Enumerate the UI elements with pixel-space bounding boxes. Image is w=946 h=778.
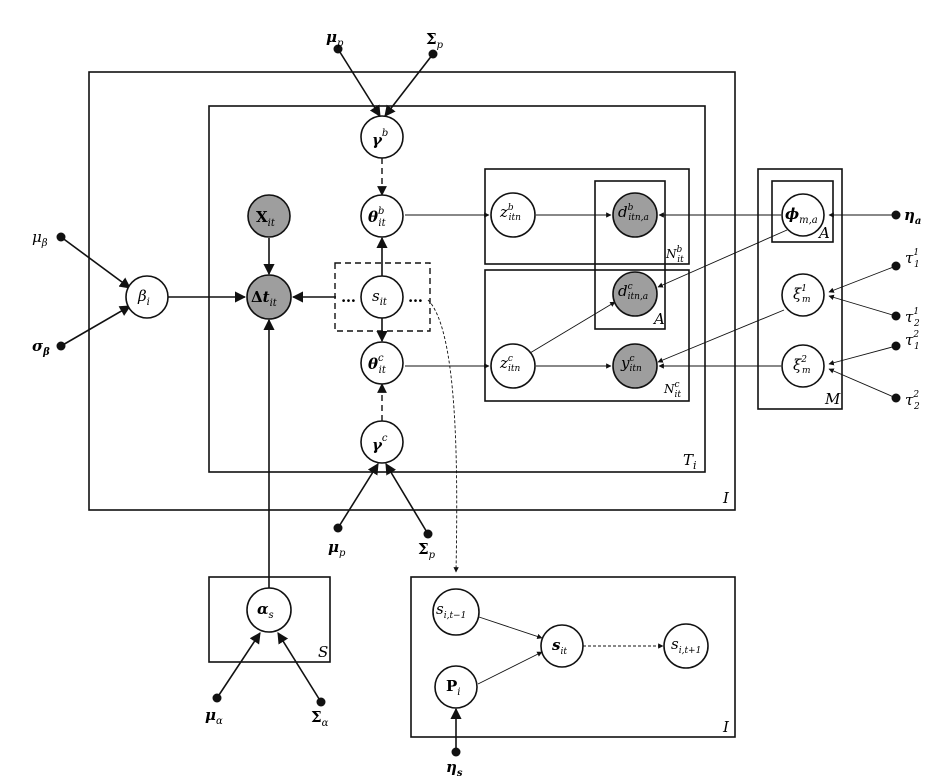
node-theta-c: [360, 341, 404, 385]
node-gamma-b: [360, 115, 404, 159]
edge-sigma-p-gamma-b: [384, 53, 434, 117]
node-gamma-c: [360, 420, 404, 464]
plate-continuous-items: [484, 269, 690, 402]
eta-a-dot: [891, 210, 901, 220]
edge-xi1-y-c: [657, 309, 785, 363]
node-alpha: [246, 587, 292, 633]
label-sigma-p-top: Σp: [426, 30, 444, 51]
edge-state-expansion: [427, 299, 459, 573]
node-xi-2: [781, 344, 825, 388]
node-s-cur: [540, 624, 584, 668]
plate-attributes-inner: [594, 180, 666, 330]
edge-tau21-xi1: [828, 294, 897, 317]
mu-p-bottom-dot: [333, 523, 343, 533]
node-z-b: [490, 192, 536, 238]
sigma-p-bottom-dot: [423, 529, 433, 539]
label-p: Pi: [446, 677, 460, 698]
plate-label-transition: I: [722, 718, 730, 736]
dots-left: …: [341, 288, 356, 306]
node-y-c: [612, 343, 658, 389]
edge-s-prev-s: [478, 616, 543, 640]
node-delta-t: [246, 274, 292, 320]
edge-mu-p-gamma-c: [337, 463, 379, 529]
mu-p-top-dot: [333, 44, 343, 54]
label-sigma-beta: σβ: [32, 337, 50, 358]
tau-1-2-dot: [891, 341, 901, 351]
node-phi: [781, 193, 825, 237]
edge-phi-d-c: [657, 229, 788, 288]
plate-label-time-periods: Ti: [683, 451, 697, 472]
edge-tau22-xi2: [828, 368, 897, 399]
label-mu-p-top: μp: [326, 28, 344, 49]
node-p: [434, 665, 478, 709]
node-d-c: [612, 271, 658, 317]
edge-p-s: [477, 651, 543, 685]
label-mu-beta: μβ: [32, 228, 48, 249]
edge-tau12-xi2: [828, 345, 897, 366]
tau-2-2-dot: [891, 393, 901, 403]
node-s-prev: [432, 588, 480, 636]
plate-label-states: S: [318, 643, 328, 661]
plate-time-periods: [208, 105, 706, 473]
edge-mu-p-gamma-b: [337, 48, 381, 117]
plate-attributes-measurement: [771, 180, 834, 243]
sigma-p-top-dot: [428, 49, 438, 59]
plate-label-measurement: M: [824, 390, 841, 408]
edge-mu-alpha-alpha: [216, 632, 261, 699]
node-beta: [125, 275, 169, 319]
plate-label-attributes-measurement: A: [817, 224, 830, 242]
mu-beta-dot: [56, 232, 66, 242]
plate-transition: [410, 576, 736, 738]
edge-z-c-d-c: [529, 301, 616, 354]
node-s-it: [360, 275, 404, 319]
node-xi-1: [781, 273, 825, 317]
sigma-alpha-dot: [316, 697, 326, 707]
plate-individuals: [88, 71, 736, 511]
node-s-next: [663, 623, 709, 669]
node-z-c: [490, 343, 536, 389]
label-eta-a: ηa: [904, 206, 921, 227]
tau-1-1-dot: [891, 261, 901, 271]
edge-sigma-alpha-alpha: [277, 632, 322, 703]
eta-s-dot: [451, 747, 461, 757]
node-x-it: [247, 194, 291, 238]
tau-2-1-dot: [891, 311, 901, 321]
plate-label-attributes-inner: A: [652, 310, 665, 328]
plate-label-individuals: I: [722, 489, 730, 507]
edge-tau11-xi1: [828, 265, 897, 293]
mu-alpha-dot: [212, 693, 222, 703]
node-theta-b: [360, 194, 404, 238]
label-mu-p-bottom: μp: [328, 538, 346, 559]
label-sigma-alpha: Σα: [311, 708, 329, 729]
node-d-b: [612, 192, 658, 238]
sigma-beta-dot: [56, 341, 66, 351]
label-beta: βi: [137, 287, 150, 308]
dots-right: …: [408, 288, 423, 306]
edge-sigma-p-gamma-c: [385, 463, 429, 535]
label-sigma-p-bottom: Σp: [418, 540, 436, 561]
plate-measurement: [757, 168, 843, 410]
edge-mu-beta-beta: [60, 236, 131, 289]
label-mu-alpha: μα: [205, 706, 223, 727]
label-eta-s: ηs: [446, 758, 463, 778]
edge-sigma-beta-beta: [60, 305, 131, 347]
